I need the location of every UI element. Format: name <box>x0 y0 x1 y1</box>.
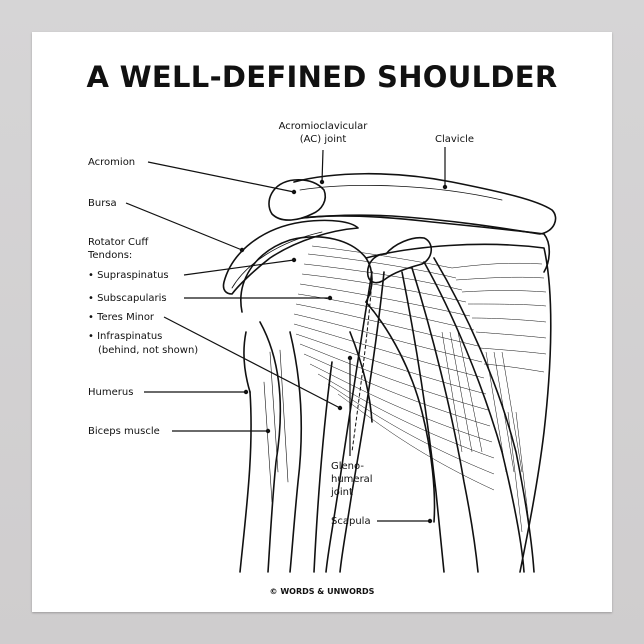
label-scapula: Scapula <box>331 516 371 527</box>
coracoid-shape <box>366 236 433 284</box>
poster-title: A WELL-DEFINED SHOULDER <box>86 60 558 94</box>
leader-bursa <box>125 202 243 251</box>
leader-acromion <box>147 161 295 193</box>
label-rotator-cuff-line2: Tendons: <box>87 250 132 261</box>
poster: A WELL-DEFINED SHOULDER <box>32 32 612 612</box>
label-rotator-cuff-line1: Rotator Cuff <box>88 237 149 248</box>
label-teres-minor: • Teres Minor <box>88 312 155 323</box>
label-gleno-line2: humeral <box>331 474 373 485</box>
label-subscapularis: • Subscapularis <box>88 293 167 304</box>
label-supraspinatus: • Supraspinatus <box>88 270 169 281</box>
leader-supraspinatus <box>183 259 295 276</box>
label-gleno-line1: Gleno- <box>331 461 364 472</box>
footer-copyright: © WORDS & UNWORDS <box>270 587 375 596</box>
bursa-shape <box>222 219 359 295</box>
label-bursa: Bursa <box>88 198 117 209</box>
label-biceps: Biceps muscle <box>88 426 160 437</box>
label-humerus: Humerus <box>88 387 133 398</box>
leader-teres-minor <box>163 316 341 409</box>
leader-ac-joint <box>321 149 324 183</box>
scapula-outline <box>365 243 552 573</box>
shoulder-diagram: Acromioclavicular (AC) joint Clavicle Ac… <box>87 121 557 596</box>
label-infraspinatus: • Infraspinatus <box>88 331 162 342</box>
label-ac-joint-line2: (AC) joint <box>300 134 347 145</box>
label-ac-joint-line1: Acromioclavicular <box>279 121 369 132</box>
biceps-shape <box>259 321 282 573</box>
clavicle-shape <box>293 172 557 235</box>
label-acromion: Acromion <box>88 157 135 168</box>
humerus-shaft <box>239 391 252 573</box>
label-gleno-line3: joint <box>330 487 353 498</box>
label-infraspinatus-note: (behind, not shown) <box>98 345 198 356</box>
label-clavicle: Clavicle <box>435 134 474 145</box>
acromion-shape <box>268 179 327 221</box>
